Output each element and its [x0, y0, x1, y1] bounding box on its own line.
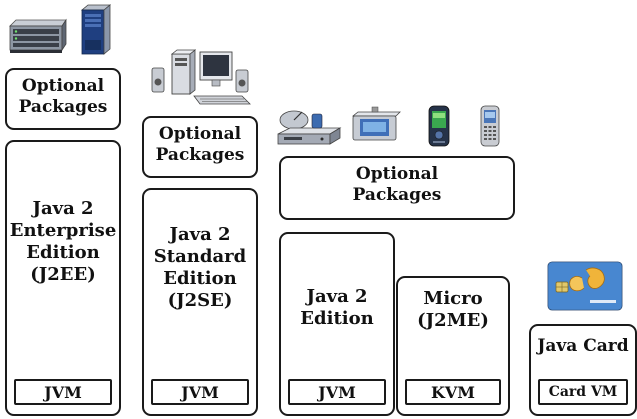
j2me-jvm-box: JVM	[288, 379, 386, 405]
j2me-optional-packages-box: Optional Packages	[279, 156, 515, 220]
j2se-platform-label: Java 2 Standard Edition (J2SE)	[153, 224, 247, 311]
set-top-box-icon	[277, 110, 342, 145]
j2se-vm-label: JVM	[181, 382, 219, 402]
mobile-phone-icon	[480, 105, 500, 147]
j2me-platform-label-right: Micro (J2ME)	[417, 288, 489, 331]
javacard-platform-box: Java Card Card VM	[529, 324, 637, 416]
javacard-platform-label: Java Card	[537, 336, 629, 356]
server-rack-icon	[9, 18, 67, 53]
car-navigator-icon	[351, 106, 401, 141]
j2se-vm-box: JVM	[151, 379, 249, 405]
j2se-platform-box: Java 2 Standard Edition (J2SE) JVM	[142, 188, 258, 416]
j2ee-optional-packages-box: Optional Packages	[5, 68, 121, 130]
j2ee-vm-label: JVM	[44, 382, 82, 402]
pda-icon	[428, 105, 450, 147]
j2se-optional-packages-label: Optional Packages	[155, 124, 245, 165]
j2me-jvm-label: JVM	[318, 382, 356, 402]
j2me-optional-packages-label: Optional Packages	[352, 164, 442, 205]
j2me-jvm-platform-box: Java 2 Edition JVM	[279, 232, 395, 416]
j2me-kvm-label: KVM	[430, 382, 476, 402]
j2se-optional-packages-box: Optional Packages	[142, 116, 258, 178]
smart-card-icon	[547, 261, 623, 311]
desktop-pc-icon	[151, 49, 251, 105]
j2ee-platform-label: Java 2 Enterprise Edition (J2EE)	[9, 198, 117, 285]
j2ee-platform-box: Java 2 Enterprise Edition (J2EE) JVM	[5, 140, 121, 416]
j2me-platform-label-left: Java 2 Edition	[300, 286, 374, 329]
j2ee-optional-packages-label: Optional Packages	[18, 76, 108, 117]
javacard-vm-label: Card VM	[548, 384, 618, 400]
j2me-kvm-box: KVM	[405, 379, 501, 405]
javacard-vm-box: Card VM	[538, 379, 628, 405]
j2me-kvm-platform-box: Micro (J2ME) KVM	[396, 276, 510, 416]
server-tower-icon	[80, 4, 112, 55]
j2ee-vm-box: JVM	[14, 379, 112, 405]
